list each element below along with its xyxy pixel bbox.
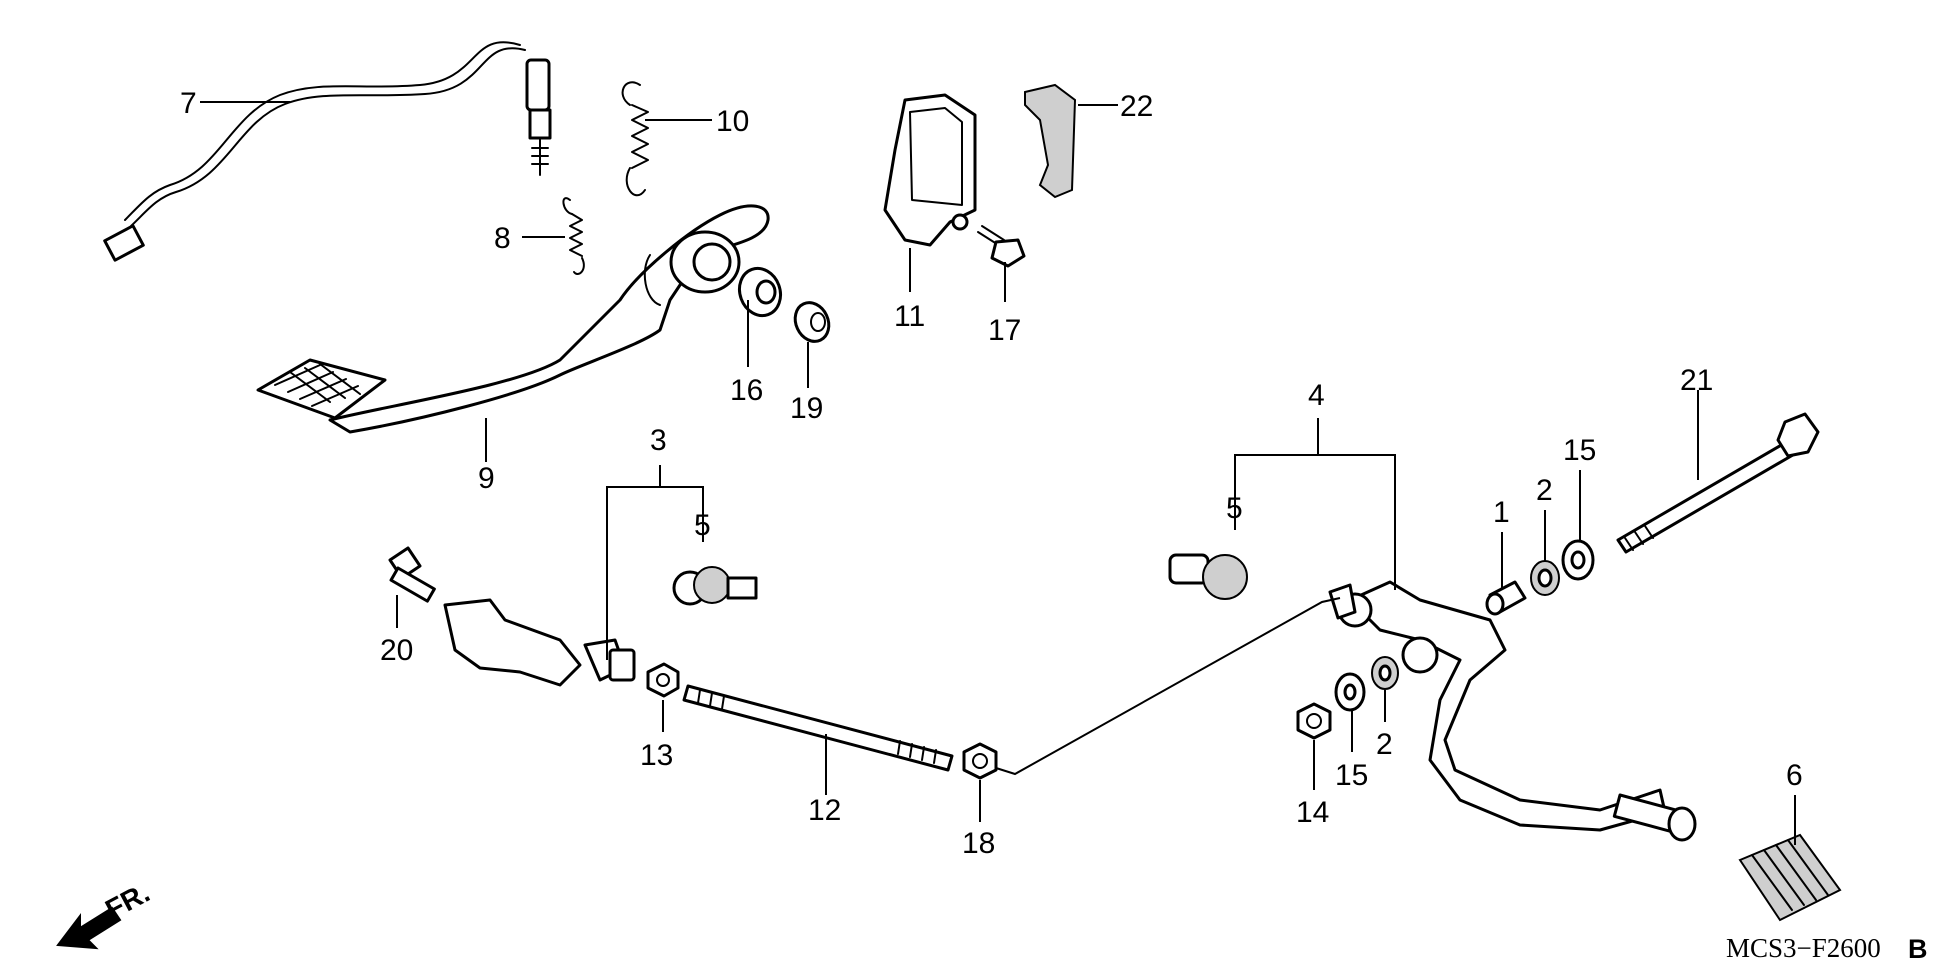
callout-18[interactable]: 18: [962, 827, 995, 860]
brake-switch-harness-part: [103, 41, 552, 262]
rubber-part: [1738, 833, 1842, 922]
callout-12[interactable]: 12: [808, 794, 841, 827]
adjuster-rod-part: [682, 684, 954, 772]
callout-6[interactable]: 6: [1786, 759, 1803, 792]
bracket-part: [1024, 83, 1077, 199]
callout-1[interactable]: 1: [1493, 496, 1510, 529]
callout-15-lower[interactable]: 15: [1335, 759, 1368, 792]
nut-left-part: [646, 662, 680, 698]
flange-bolt-part: [388, 546, 436, 603]
callout-21[interactable]: 21: [1680, 364, 1713, 397]
callout-13[interactable]: 13: [640, 739, 673, 772]
flange-nut-part: [1296, 702, 1332, 740]
gearshift-pedal-part: [1328, 580, 1697, 842]
bolt-small-part: [977, 225, 1026, 268]
callout-19[interactable]: 19: [790, 392, 823, 425]
front-direction-indicator: FR.: [56, 877, 155, 950]
rod-end-right-part: [1168, 553, 1248, 600]
washer-upper-part: [1561, 539, 1595, 581]
diagram-code-text: MCS3−F2600: [1726, 933, 1881, 963]
callout-5-right[interactable]: 5: [1226, 492, 1243, 525]
linkage-line: [995, 597, 1341, 776]
callout-14[interactable]: 14: [1296, 796, 1329, 829]
nut-right-part: [962, 742, 998, 780]
callout-4[interactable]: 4: [1308, 379, 1325, 412]
dust-seal-lower-part: [1371, 656, 1399, 690]
callout-2-lower[interactable]: 2: [1376, 728, 1393, 761]
callout-labels: 7 10 8 9 16 19 11 17 22 3 5 20 13 12 18 …: [180, 87, 1803, 860]
callout-5-left[interactable]: 5: [694, 509, 711, 542]
brake-pedal-part: [256, 204, 770, 434]
pivot-bolt-part: [1616, 412, 1820, 554]
dust-seal-upper-part: [1530, 560, 1560, 596]
callout-17[interactable]: 17: [988, 314, 1021, 347]
callout-3[interactable]: 3: [650, 424, 667, 457]
callout-15-upper[interactable]: 15: [1563, 434, 1596, 467]
cover-part: [883, 93, 977, 247]
diagram-code: MCS3−F2600 B: [1726, 933, 1928, 964]
callout-22[interactable]: 22: [1120, 90, 1153, 123]
callout-7[interactable]: 7: [180, 87, 197, 120]
rod-end-assembly-left-part: [443, 566, 758, 687]
leader-lines: [200, 101, 1796, 845]
callout-9[interactable]: 9: [478, 462, 495, 495]
washer-part: [737, 266, 783, 318]
front-arrow-icon: [56, 906, 122, 950]
diagram-code-suffix: B: [1908, 934, 1928, 964]
callout-8[interactable]: 8: [494, 222, 511, 255]
callout-11[interactable]: 11: [894, 300, 925, 333]
washer-lower-part: [1334, 672, 1366, 712]
return-spring-large-part: [621, 81, 649, 197]
clip-part: [793, 301, 831, 343]
callout-2-upper[interactable]: 2: [1536, 474, 1553, 507]
callout-20[interactable]: 20: [380, 634, 413, 667]
callout-16[interactable]: 16: [730, 374, 763, 407]
return-spring-small-part: [562, 197, 585, 276]
callout-10[interactable]: 10: [716, 105, 749, 138]
collar-part: [1485, 580, 1527, 616]
